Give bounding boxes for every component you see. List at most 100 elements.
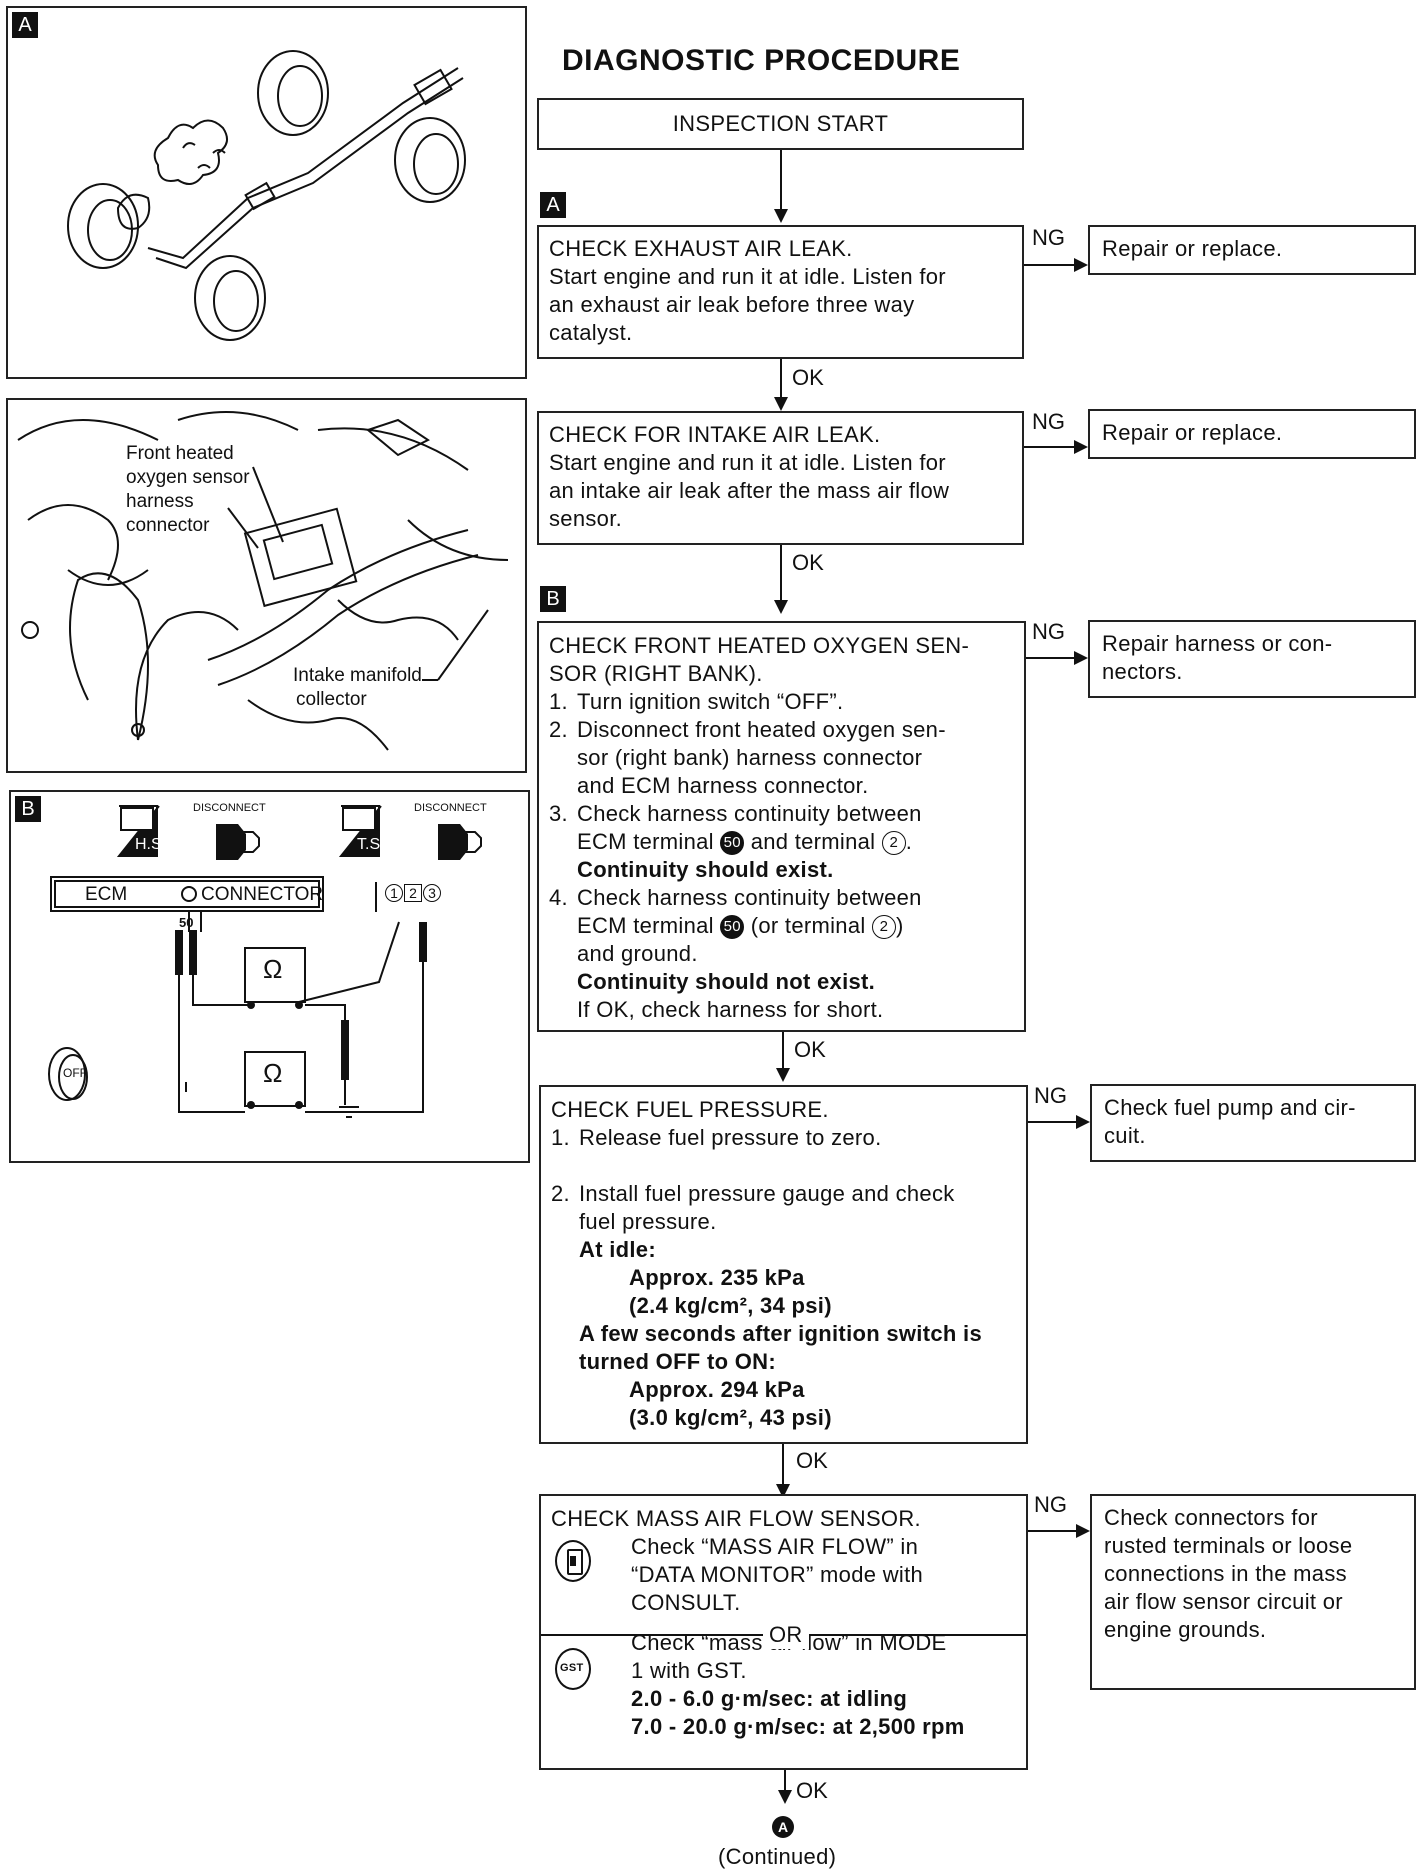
step-o2-s2b: sor (right bank) harness connector bbox=[577, 745, 923, 770]
step-o2-s3c: Continuity should exist. bbox=[577, 857, 834, 882]
exhaust-illustration bbox=[67, 50, 466, 341]
arrow-down-icon bbox=[774, 397, 788, 411]
step-o2-s3a: Check harness continuity between bbox=[577, 801, 922, 826]
step-o2-s4b2: (or terminal bbox=[750, 913, 866, 938]
result-repair-1-text: Repair or replace. bbox=[1102, 236, 1283, 261]
arrow-right-icon bbox=[1076, 1115, 1090, 1129]
gst-icon-label: GST bbox=[560, 1662, 584, 1674]
consult-icon bbox=[555, 1540, 591, 1582]
step-o2-s2a: Disconnect front heated oxygen sen- bbox=[577, 717, 946, 742]
step-fuel-pressure-box: CHECK FUEL PRESSURE. 1.Release fuel pres… bbox=[539, 1085, 1028, 1444]
step-maf-c1: Check “MASS AIR FLOW” in bbox=[631, 1534, 919, 1559]
step-o2-s2c: and ECM harness connector. bbox=[577, 773, 869, 798]
ohmmeter-2-symbol: Ω bbox=[263, 1058, 283, 1088]
page-title: DIAGNOSTIC PROCEDURE bbox=[562, 44, 961, 77]
connector-label: CONNECTOR bbox=[201, 884, 324, 905]
step-o2-s1: Turn ignition switch “OFF”. bbox=[577, 689, 844, 714]
step-o2-sensor-box: CHECK FRONT HEATED OXYGEN SEN- SOR (RIGH… bbox=[537, 621, 1026, 1032]
ok-label-4: OK bbox=[796, 1448, 828, 1473]
arrow-right-icon bbox=[1074, 651, 1088, 665]
terminal-2-icon: 2 bbox=[871, 915, 896, 940]
terminal-50-icon: 50 bbox=[720, 831, 745, 856]
step-fuel-v2b: (3.0 kg/cm², 43 psi) bbox=[629, 1405, 832, 1430]
manifold-callout-line2: collector bbox=[296, 688, 367, 711]
step-maf-c3: CONSULT. bbox=[631, 1590, 741, 1615]
circuit-diagram bbox=[48, 805, 482, 1118]
step-intake-line3: an intake air leak after the mass air fl… bbox=[549, 478, 950, 503]
step-fuel-after1: A few seconds after ignition switch is bbox=[579, 1321, 982, 1346]
inspection-start-box: INSPECTION START bbox=[537, 98, 1024, 150]
figure-b-continuity: B bbox=[9, 790, 530, 1163]
continuation-a-icon: A bbox=[772, 1816, 794, 1838]
step-fuel-s1: Release fuel pressure to zero. bbox=[579, 1125, 882, 1150]
result-maf-line5: engine grounds. bbox=[1104, 1617, 1267, 1642]
ignition-off-label: OFF bbox=[63, 1066, 87, 1080]
or-label: OR bbox=[763, 1621, 809, 1649]
engine-bay-illustration bbox=[17, 411, 509, 751]
arrow-down-icon bbox=[774, 600, 788, 614]
connector-line bbox=[782, 1032, 784, 1069]
step-fuel-v1a: Approx. 235 kPa bbox=[629, 1265, 805, 1290]
step-maf-spec1: 2.0 - 6.0 g·m/sec: at idling bbox=[631, 1686, 908, 1711]
terminal-2-icon: 2 bbox=[881, 831, 906, 856]
connector-line bbox=[1026, 657, 1086, 659]
arrow-right-icon bbox=[1074, 258, 1088, 272]
result-fuel-line1: Check fuel pump and cir- bbox=[1104, 1095, 1356, 1120]
arrow-down-icon bbox=[774, 209, 788, 223]
ng-label-4: NG bbox=[1034, 1083, 1067, 1108]
pin-50-label: 50 bbox=[179, 915, 194, 930]
connector-line bbox=[1024, 446, 1086, 448]
step-fuel-s2a: Install fuel pressure gauge and check bbox=[579, 1181, 955, 1206]
step-fuel-head: CHECK FUEL PRESSURE. bbox=[551, 1097, 829, 1122]
step-o2-s4c: and ground. bbox=[577, 941, 698, 966]
connector-line bbox=[780, 150, 782, 210]
step-fuel-idle: At idle: bbox=[579, 1237, 656, 1262]
ng-label-5: NG bbox=[1034, 1492, 1067, 1517]
sensor-callout-line2: oxygen sensor bbox=[126, 467, 250, 488]
result-harness-line1: Repair harness or con- bbox=[1102, 631, 1333, 656]
result-repair-harness: Repair harness or con- nectors. bbox=[1088, 620, 1416, 698]
step-o2-s4b1: ECM terminal bbox=[577, 913, 714, 938]
disconnect-label-2: DISCONNECT bbox=[414, 802, 487, 814]
step-o2-head2: SOR (RIGHT BANK). bbox=[549, 661, 763, 686]
connector-line bbox=[780, 545, 782, 601]
step-fuel-s2b: fuel pressure. bbox=[579, 1209, 717, 1234]
step-o2-s3b1: ECM terminal bbox=[577, 829, 714, 854]
arrow-down-icon bbox=[778, 1790, 792, 1804]
connector-line bbox=[784, 1770, 786, 1792]
step-exhaust-line1: CHECK EXHAUST AIR LEAK. bbox=[549, 236, 853, 261]
sensor-callout-line4: connector bbox=[126, 515, 210, 536]
result-repair-2-text: Repair or replace. bbox=[1102, 420, 1283, 445]
figure-a-tag: A bbox=[12, 12, 38, 38]
step-intake-leak-box: CHECK FOR INTAKE AIR LEAK. Start engine … bbox=[537, 411, 1024, 545]
result-fuel-line2: cuit. bbox=[1104, 1123, 1146, 1148]
step-o2-s3b2: and terminal bbox=[750, 829, 876, 854]
step-maf-head: CHECK MASS AIR FLOW SENSOR. bbox=[551, 1506, 921, 1531]
gst-icon: GST bbox=[555, 1648, 591, 1690]
result-maf-line4: air flow sensor circuit or bbox=[1104, 1589, 1343, 1614]
connector-line bbox=[1028, 1121, 1088, 1123]
pin-3-label: 3 bbox=[423, 884, 441, 902]
step-fuel-v2a: Approx. 294 kPa bbox=[629, 1377, 805, 1402]
ok-label-3: OK bbox=[794, 1037, 826, 1062]
ok-label-2: OK bbox=[792, 550, 824, 575]
ng-label-3: NG bbox=[1032, 619, 1065, 644]
arrow-right-icon bbox=[1076, 1524, 1090, 1538]
pin-2-label: 2 bbox=[404, 884, 422, 902]
step-o2-s4a: Check harness continuity between bbox=[577, 885, 922, 910]
step-a-tag: A bbox=[540, 192, 566, 218]
result-harness-line2: nectors. bbox=[1102, 659, 1183, 684]
connector-line bbox=[1024, 264, 1086, 266]
ng-label-2: NG bbox=[1032, 409, 1065, 434]
result-maf-line1: Check connectors for bbox=[1104, 1505, 1318, 1530]
hs-label: H.S. bbox=[135, 836, 167, 853]
arrow-down-icon bbox=[776, 1068, 790, 1082]
connector-line bbox=[1028, 1530, 1088, 1532]
sensor-callout-line3: harness bbox=[126, 491, 194, 512]
manifold-callout-line1: Intake manifold bbox=[293, 664, 422, 687]
result-repair-1: Repair or replace. bbox=[1088, 225, 1416, 275]
step-intake-line2: Start engine and run it at idle. Listen … bbox=[549, 450, 946, 475]
continued-label: (Continued) bbox=[718, 1844, 837, 1869]
figure-sensor-location: Front heated oxygen sensor harness conne… bbox=[6, 398, 527, 773]
ok-label-5: OK bbox=[796, 1778, 828, 1803]
